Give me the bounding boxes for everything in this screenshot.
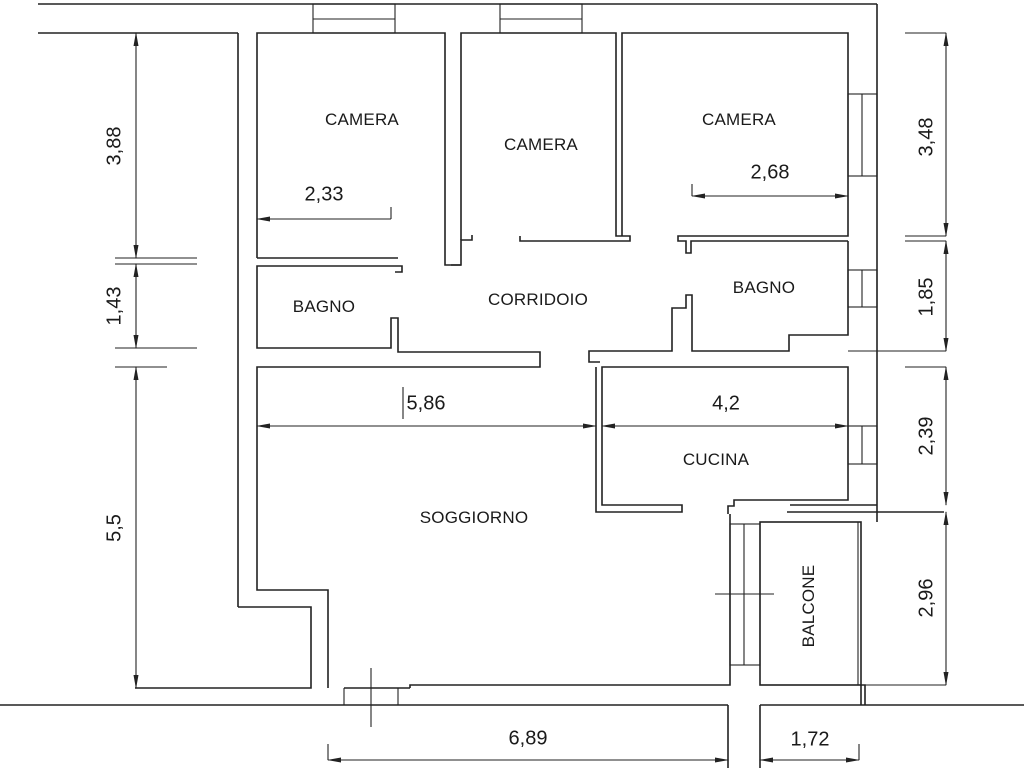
dim-cucina-width: 4,2 <box>712 392 740 415</box>
dim-bottom-width: 6,89 <box>508 727 548 750</box>
window-bottom <box>343 668 399 727</box>
exterior-walls <box>0 3 1024 706</box>
room-label-corridoio: CORRIDOIO <box>487 290 589 309</box>
room-label-camera-1: CAMERA <box>325 110 399 129</box>
dim-camera-3-width: 2,68 <box>750 161 790 184</box>
dim-right-bagno-height: 1,85 <box>915 277 938 317</box>
dim-balcone-width: 1,72 <box>790 728 830 751</box>
room-label-bagno-1: BAGNO <box>292 297 356 316</box>
dim-right-camera-height: 3,48 <box>915 117 938 157</box>
dim-right-cucina-height: 2,39 <box>915 416 938 456</box>
window-right-cucina <box>847 425 878 465</box>
window-right-camera <box>847 93 878 177</box>
dim-left-camera-height: 3,88 <box>103 126 126 166</box>
room-label-soggiorno: SOGGIORNO <box>419 508 529 527</box>
dim-left-soggiorno-height: 5,5 <box>103 514 126 542</box>
dim-right-balcone-height: 2,96 <box>915 578 938 618</box>
window-right-bagno <box>847 269 878 308</box>
room-label-camera-3: CAMERA <box>702 110 776 129</box>
dim-soggiorno-width: 5,86 <box>406 392 446 415</box>
room-label-balcone: BALCONE <box>799 564 818 648</box>
dim-left-bagno-height: 1,43 <box>103 286 126 326</box>
dim-camera-1-width: 2,33 <box>304 183 344 206</box>
window-top-left <box>312 3 396 34</box>
window-top-middle <box>499 3 583 34</box>
room-label-bagno-2: BAGNO <box>732 278 796 297</box>
room-label-cucina: CUCINA <box>682 450 750 469</box>
room-walls <box>256 32 944 689</box>
room-label-camera-2: CAMERA <box>504 135 578 154</box>
dimension-lines <box>115 32 949 763</box>
